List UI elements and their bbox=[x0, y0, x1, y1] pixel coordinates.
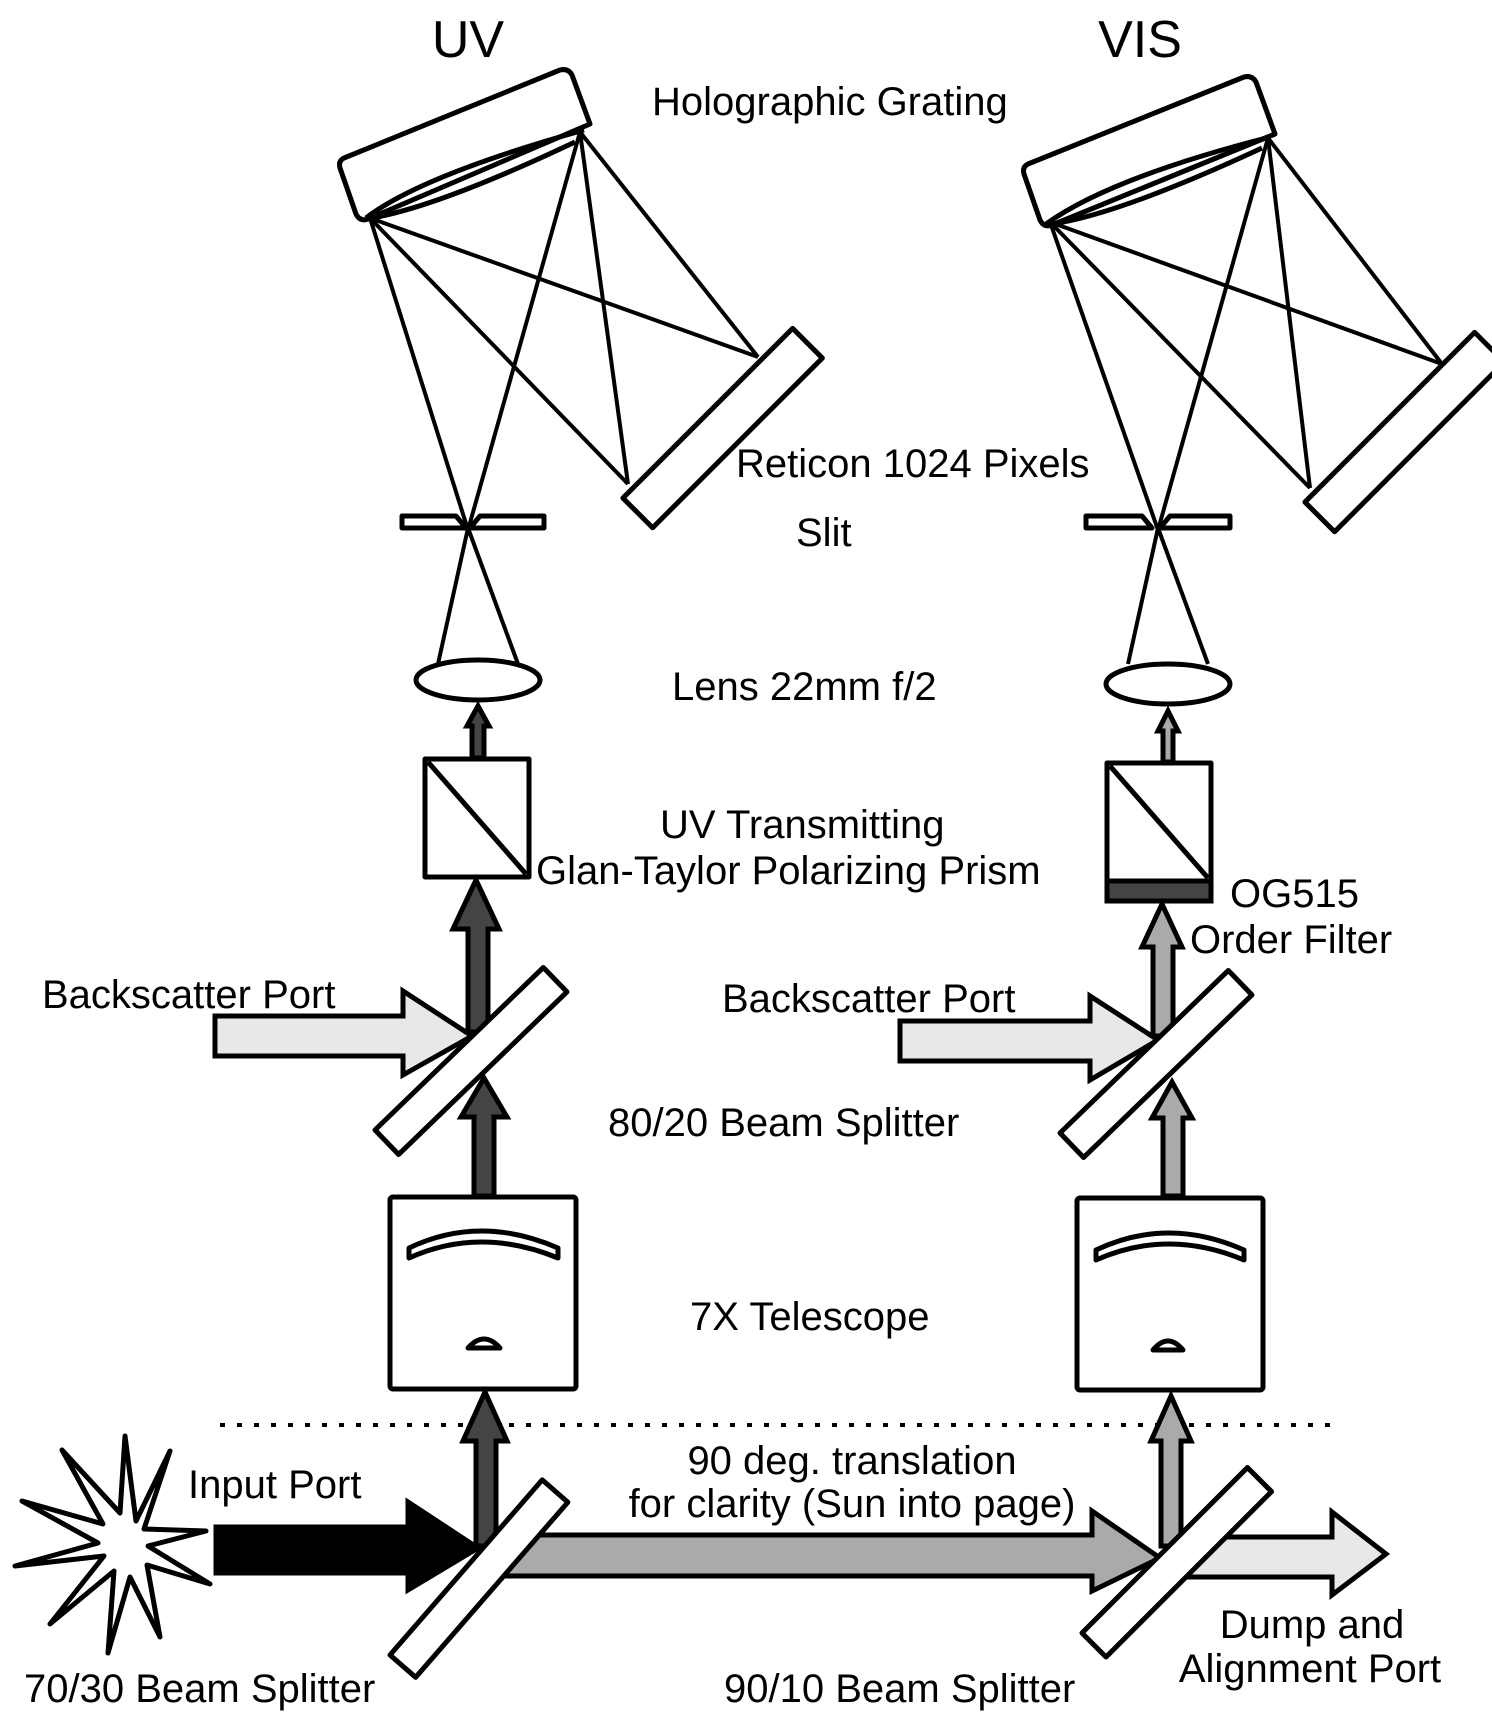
vis-beam-arrow-to-telescope bbox=[1147, 1389, 1195, 1549]
sun-starburst-icon bbox=[12, 1433, 213, 1656]
vis-lens bbox=[1103, 661, 1233, 707]
input-port-label: Input Port bbox=[188, 1463, 361, 1507]
prism-label-line2: Glan-Taylor Polarizing Prism bbox=[536, 849, 1041, 893]
filter-label-line1: OG515 bbox=[1230, 872, 1359, 916]
uv-lens bbox=[413, 657, 543, 703]
vis-glan-taylor-prism bbox=[1104, 760, 1214, 884]
slit-label: Slit bbox=[796, 511, 852, 555]
filter-label-line2: Order Filter bbox=[1190, 918, 1392, 962]
vis-80-20-beam-splitter bbox=[1057, 967, 1255, 1160]
splitter-80-20-label: 80/20 Beam Splitter bbox=[608, 1101, 959, 1145]
translation-label-line2: for clarity (Sun into page) bbox=[629, 1482, 1076, 1526]
grating-label: Holographic Grating bbox=[652, 80, 1008, 124]
telescope-label: 7X Telescope bbox=[690, 1295, 929, 1339]
uv-reticon-detector bbox=[620, 325, 825, 531]
vis-holographic-grating bbox=[1021, 74, 1278, 229]
input-path bbox=[12, 1433, 1391, 1680]
vis-slit bbox=[1083, 513, 1233, 531]
vis-backscatter-arrow[interactable] bbox=[897, 991, 1163, 1085]
vis-beam-arrow-to-filter bbox=[1138, 898, 1186, 1039]
uv-beam-arrow-to-splitter bbox=[456, 1073, 512, 1199]
vis-channel-title: VIS bbox=[1098, 11, 1182, 69]
dump-port-label-line1: Dump and bbox=[1220, 1603, 1405, 1647]
uv-beam-arrow-to-telescope bbox=[459, 1385, 511, 1549]
input-beam-arrow[interactable] bbox=[213, 1497, 483, 1595]
splitter-90-10-label: 90/10 Beam Splitter bbox=[724, 1667, 1075, 1711]
uv-7x-telescope bbox=[387, 1194, 579, 1392]
dump-port-label-line2: Alignment Port bbox=[1179, 1647, 1441, 1691]
vis-7x-telescope bbox=[1074, 1195, 1266, 1393]
splitter-70-30-label: 70/30 Beam Splitter bbox=[24, 1667, 375, 1711]
vis-light-rays bbox=[1048, 136, 1444, 665]
transfer-beam-arrow bbox=[475, 1506, 1165, 1595]
uv-80-20-beam-splitter bbox=[372, 964, 570, 1157]
uv-holographic-grating bbox=[337, 67, 593, 223]
vis-og515-order-filter bbox=[1104, 878, 1214, 904]
90-10-beam-splitter bbox=[1079, 1465, 1275, 1660]
uv-light-rays bbox=[368, 130, 760, 665]
uv-channel-title: UV bbox=[432, 11, 505, 69]
uv-backscatter-arrow[interactable] bbox=[212, 986, 477, 1080]
lens-label: Lens 22mm f/2 bbox=[672, 665, 937, 709]
prism-label-line1: UV Transmitting bbox=[660, 803, 945, 847]
uv-channel bbox=[212, 67, 825, 1549]
uv-beam-arrow-to-lens bbox=[462, 700, 494, 761]
vis-channel bbox=[897, 74, 1492, 1549]
vis-beam-arrow-to-splitter bbox=[1147, 1076, 1197, 1199]
backscatter-uv-label: Backscatter Port bbox=[42, 973, 335, 1017]
vis-telescope-eyepiece bbox=[1150, 1338, 1186, 1353]
70-30-beam-splitter bbox=[387, 1477, 571, 1680]
uv-beam-arrow-to-prism bbox=[449, 874, 503, 1035]
vis-beam-arrow-to-lens bbox=[1153, 705, 1183, 765]
backscatter-vis-label: Backscatter Port bbox=[722, 977, 1015, 1021]
uv-slit bbox=[399, 513, 547, 531]
uv-telescope-eyepiece bbox=[465, 1336, 503, 1351]
uv-glan-taylor-prism bbox=[422, 756, 532, 880]
detector-label: Reticon 1024 Pixels bbox=[736, 442, 1090, 486]
vis-reticon-detector bbox=[1302, 329, 1492, 535]
translation-label-line1: 90 deg. translation bbox=[687, 1439, 1016, 1483]
dump-alignment-beam-arrow[interactable] bbox=[1177, 1506, 1391, 1601]
